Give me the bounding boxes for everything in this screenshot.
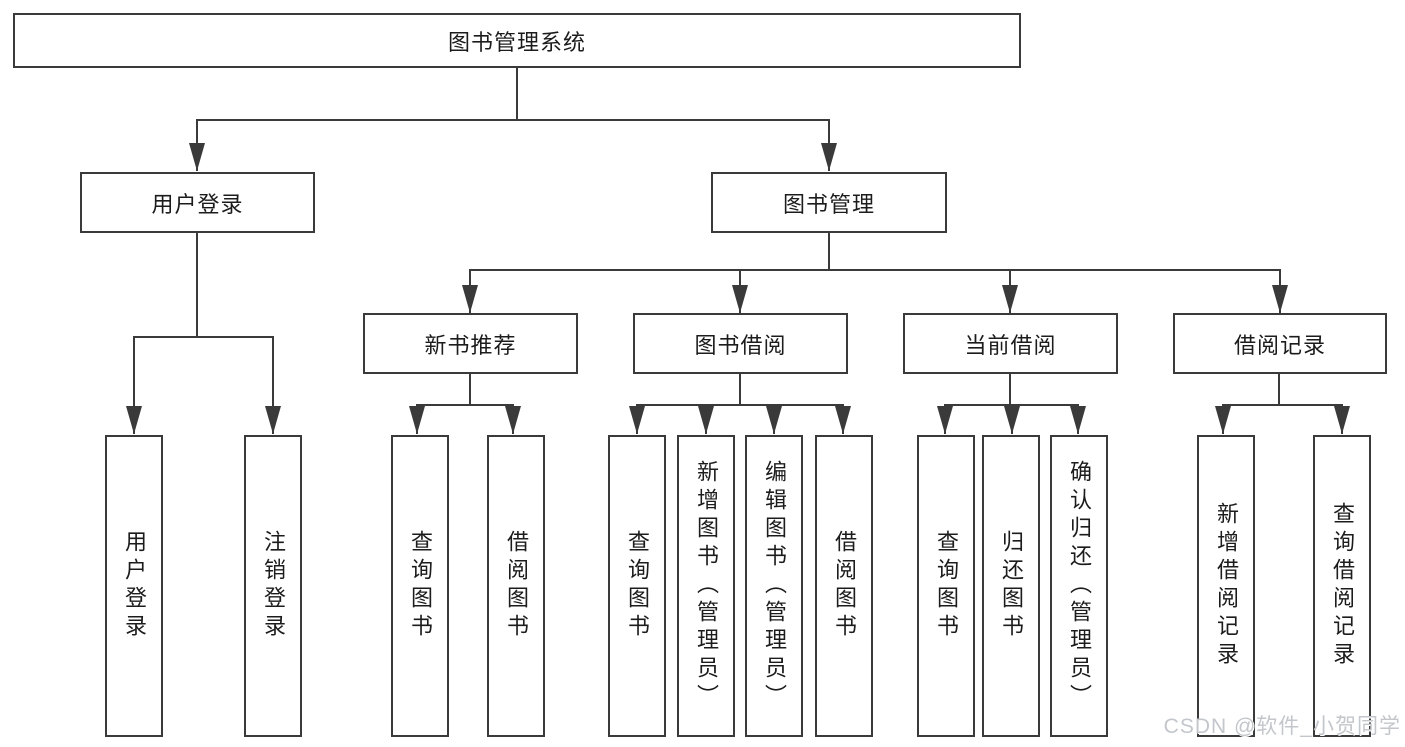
node-label: 图书管理系统 — [447, 29, 586, 55]
node-book-borrowing: 图书借阅 — [633, 313, 848, 374]
node-add-book-admin: 新增图书（管理员） — [677, 435, 735, 737]
connector-currentborrow-children — [937, 374, 1086, 434]
node-logout: 注销登录 — [244, 435, 302, 737]
node-label: 用户登录 — [151, 191, 244, 217]
node-label: 查询图书 — [934, 530, 959, 642]
node-label: 图书管理 — [782, 191, 875, 217]
node-borrowing-records: 借阅记录 — [1173, 313, 1387, 374]
node-label: 用户登录 — [122, 530, 147, 642]
node-current-query-book: 查询图书 — [917, 435, 975, 737]
connector-userlogin-children — [126, 233, 281, 434]
node-rec-borrow-book: 借阅图书 — [487, 435, 545, 737]
connector-bookborrow-children — [629, 374, 851, 434]
watermark: CSDN @软件_小贺同学 — [1163, 715, 1401, 738]
node-label: 新增借阅记录 — [1214, 502, 1239, 670]
connector-borrowrecords-children — [1215, 374, 1350, 434]
node-label: 注销登录 — [261, 530, 286, 642]
node-label: 当前借阅 — [964, 332, 1057, 358]
node-label: 查询图书 — [625, 530, 650, 642]
connector-root-to-level2 — [189, 68, 837, 171]
node-label: 新书推荐 — [424, 332, 517, 358]
node-label: 编辑图书（管理员） — [762, 460, 787, 712]
node-label: 查询图书 — [408, 530, 433, 642]
node-add-borrow-record: 新增借阅记录 — [1197, 435, 1255, 737]
node-label: 借阅记录 — [1233, 332, 1326, 358]
node-library-management-system: 图书管理系统 — [13, 13, 1021, 68]
node-label: 确认归还（管理员） — [1067, 460, 1092, 712]
connector-bookmgmt-to-level3 — [462, 233, 1288, 313]
node-label: 归还图书 — [999, 530, 1024, 642]
node-book-management-module: 图书管理 — [711, 172, 947, 233]
node-current-borrowing: 当前借阅 — [903, 313, 1118, 374]
node-edit-book-admin: 编辑图书（管理员） — [745, 435, 803, 737]
connector-newbookrec-children — [409, 374, 521, 434]
node-confirm-return-admin: 确认归还（管理员） — [1050, 435, 1108, 737]
node-user-login: 用户登录 — [105, 435, 163, 737]
node-label: 图书借阅 — [694, 332, 787, 358]
node-rec-query-book: 查询图书 — [391, 435, 449, 737]
node-label: 查询借阅记录 — [1330, 502, 1355, 670]
node-return-book: 归还图书 — [982, 435, 1040, 737]
node-new-book-recommendation: 新书推荐 — [363, 313, 578, 374]
node-borrow-book: 借阅图书 — [815, 435, 873, 737]
node-user-login-module: 用户登录 — [80, 172, 315, 233]
node-query-borrow-record: 查询借阅记录 — [1313, 435, 1371, 737]
node-label: 借阅图书 — [832, 530, 857, 642]
node-label: 新增图书（管理员） — [694, 460, 719, 712]
node-label: 借阅图书 — [504, 530, 529, 642]
node-borrow-query-book: 查询图书 — [608, 435, 666, 737]
